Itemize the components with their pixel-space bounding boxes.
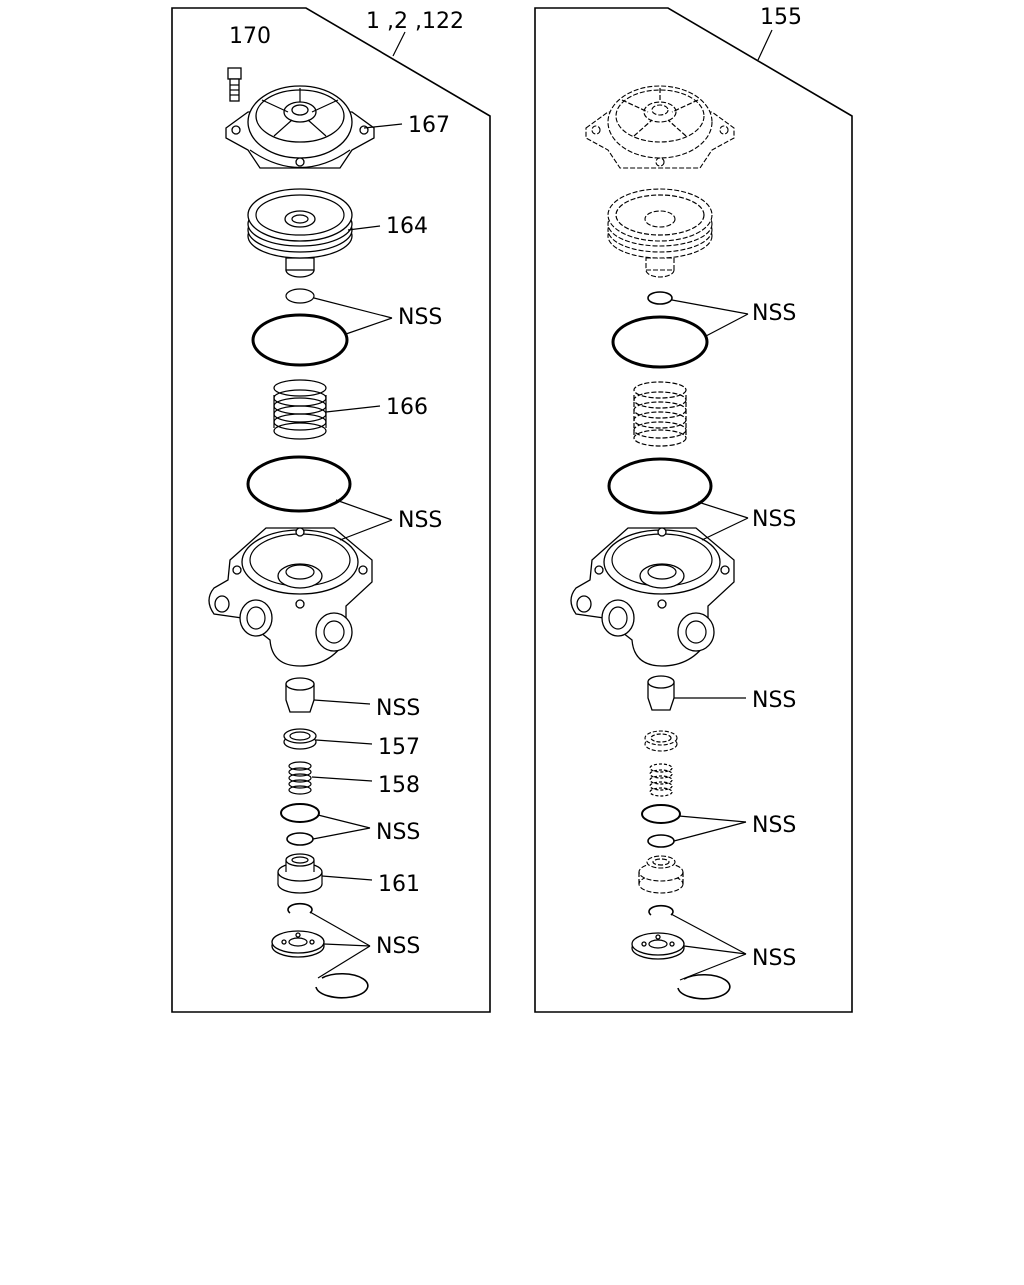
leader-retainers-b [323,943,371,947]
small-oring-b [286,832,314,846]
diaphragm [607,188,713,278]
leader-retainers-c [317,945,371,979]
leader-small-spring [311,776,373,782]
leader-seals-top-a [313,297,393,319]
leader-cover [363,123,403,129]
leader-seals-body-a [335,499,393,521]
leader-seals-body-b [339,519,393,541]
small-spring [649,763,673,797]
panel-left-frame [171,7,491,1013]
label-small-spring: 158 [378,773,420,798]
body-oring [607,457,713,515]
spring [633,381,687,447]
bolt [227,67,242,102]
small-oring-a [641,804,681,824]
label-insert: NSS [376,696,420,721]
spring [273,379,327,440]
snap-ring-large [315,972,369,999]
leader-small-orings-a [317,814,371,829]
snap-ring-small [648,904,674,916]
small-oring-b [647,834,675,848]
leader-seals-body-b [701,517,749,541]
label-seals-top: NSS [752,301,796,326]
label-insert: NSS [752,688,796,713]
leader-seals-top-b [705,313,749,337]
leader-small-orings-a [678,815,747,823]
panel-left-header: 1 ,2 ,122 [366,9,464,34]
retainer-disc [271,930,325,958]
insert [647,675,675,711]
snap-ring-small [287,902,313,914]
label-seat: 161 [378,872,420,897]
valve-body [570,527,735,667]
leader-seals-top-a [671,299,749,315]
panel-left-header-leader [392,31,406,57]
insert [285,677,315,713]
leader-seals-body-a [697,501,749,519]
small-oring [647,291,673,305]
label-spring: 166 [386,395,428,420]
small-spring [288,761,312,795]
leader-seals-top-b [345,317,393,335]
leader-retainers-a [670,913,747,955]
small-oring-a [280,803,320,823]
label-small-orings: NSS [752,813,796,838]
retainer-disc [631,932,685,960]
leader-retainers-a [309,911,371,947]
washer [644,730,678,752]
panel-right-header: 155 [760,5,802,30]
leader-spring [325,405,381,413]
diaphragm [247,188,353,278]
label-washer: 157 [378,735,420,760]
label-seals-body: NSS [398,508,442,533]
label-small-orings: NSS [376,820,420,845]
valve-body [208,527,373,667]
label-seals-top: NSS [398,305,442,330]
cover [585,85,735,169]
snap-ring-large [677,973,731,1000]
panel-right-header-leader [757,29,773,61]
leader-diaphragm [347,225,381,231]
seat [277,853,323,894]
label-seals-body: NSS [752,507,796,532]
label-cover: 167 [408,113,450,138]
leader-washer [315,739,373,745]
body-oring [246,455,352,513]
leader-small-orings-b [673,821,747,842]
leader-insert [313,699,371,705]
label-bolt: 170 [229,24,271,49]
leader-retainers-c [679,953,747,981]
seat [638,855,684,894]
washer [283,728,317,750]
panel-left: 1 ,2 ,122 170 167 [171,7,491,1013]
label-retainers: NSS [376,934,420,959]
leader-seat [321,875,373,881]
small-oring [285,288,315,304]
panel-right-frame [534,7,853,1013]
panel-right: 155 NSS [534,5,853,1013]
label-retainers: NSS [752,946,796,971]
leader-small-orings-b [312,827,371,840]
large-oring [251,313,349,367]
large-oring [611,315,709,369]
cover [225,85,375,169]
leader-retainers-b [683,945,747,955]
label-diaphragm: 164 [386,214,428,239]
